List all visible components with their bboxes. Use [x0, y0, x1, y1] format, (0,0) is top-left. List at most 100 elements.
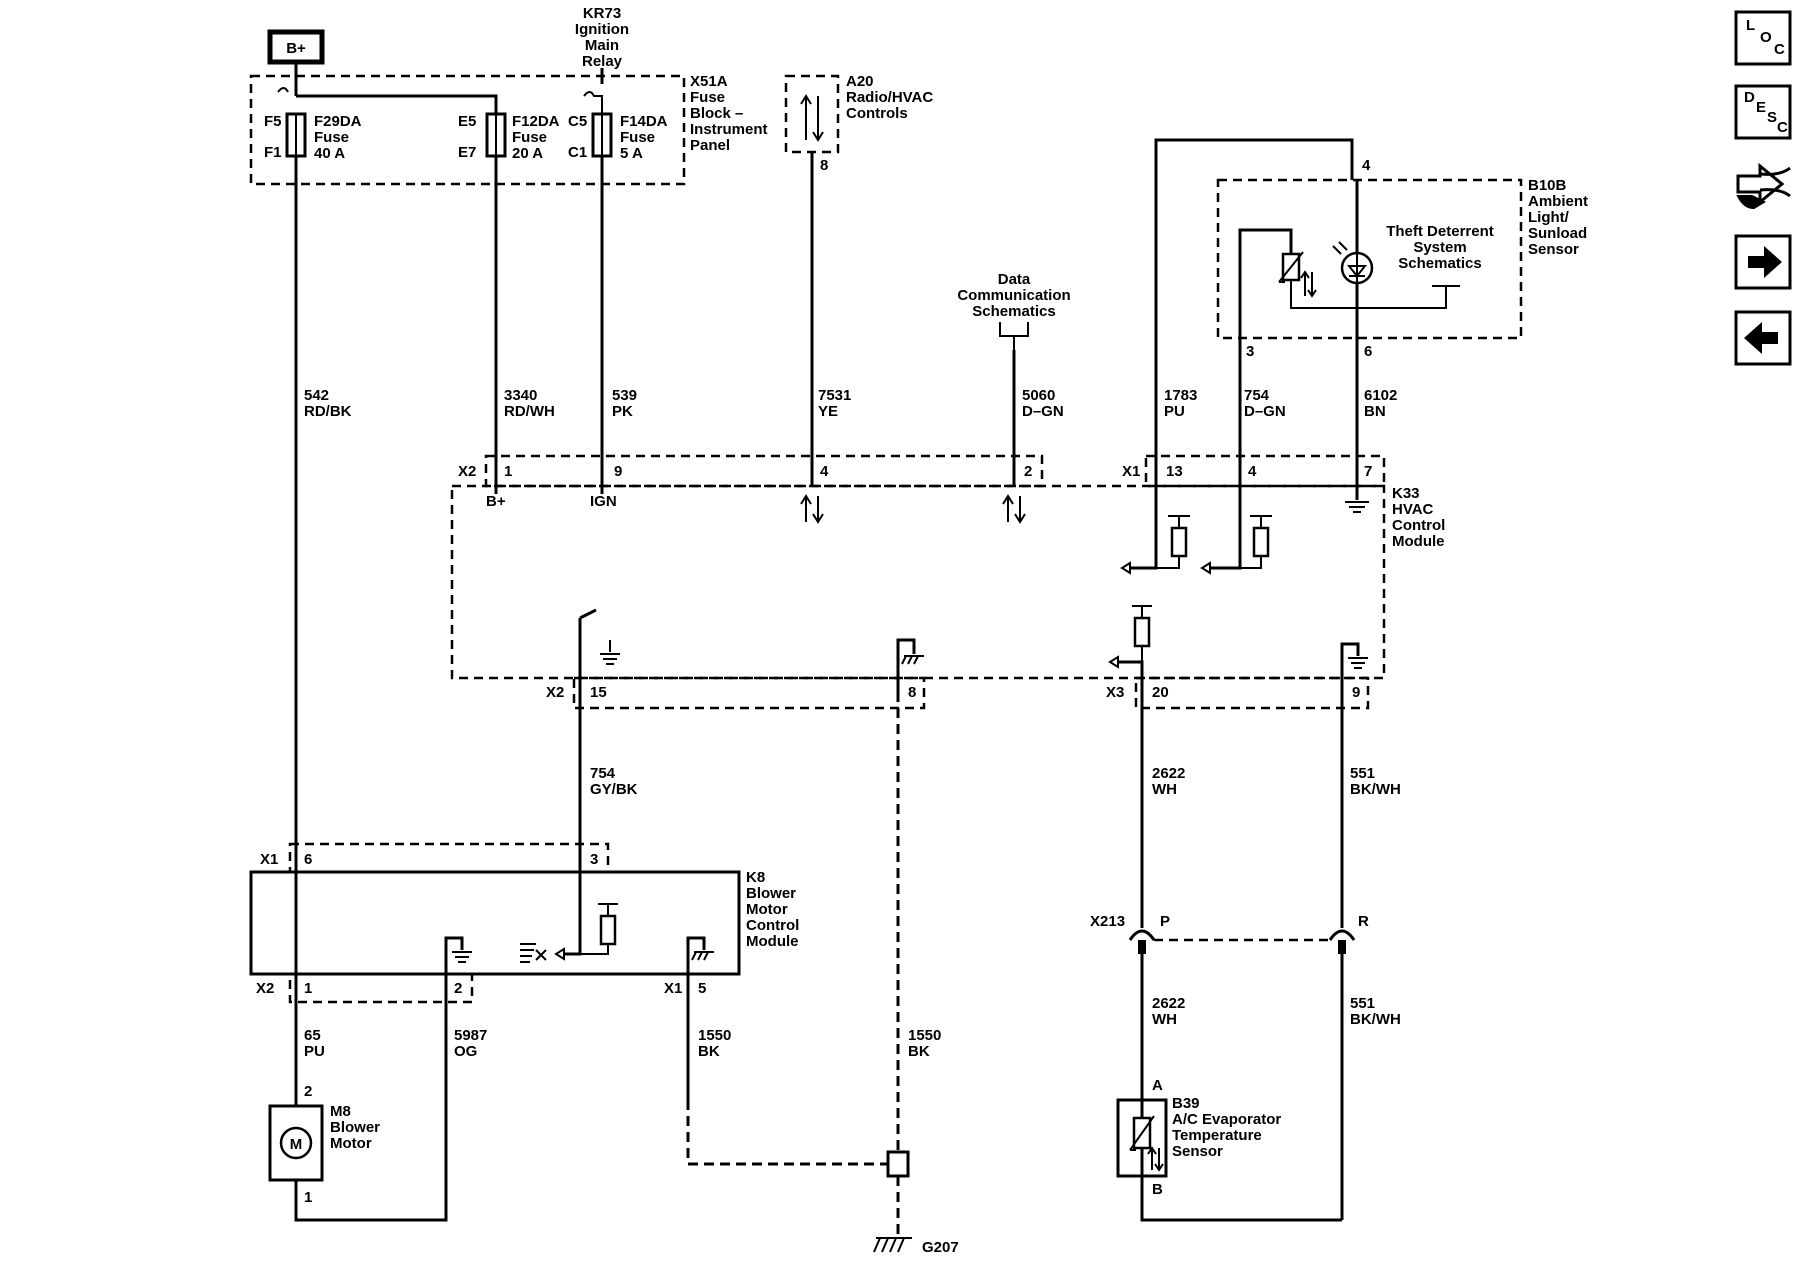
svg-text:2: 2 [454, 980, 462, 997]
svg-text:WH: WH [1152, 1011, 1177, 1028]
a20-serial-data-arrows [800, 94, 824, 142]
svg-text:2622: 2622 [1152, 765, 1185, 782]
svg-text:5987: 5987 [454, 1027, 487, 1044]
k33-pullup-resistor-2 [1240, 515, 1272, 569]
m8-blower-motor-label: M8 Blower Motor [330, 1103, 380, 1152]
svg-text:BK: BK [698, 1043, 720, 1060]
svg-text:B10B: B10B [1528, 177, 1567, 194]
svg-text:E5: E5 [458, 113, 476, 130]
svg-text:542: 542 [304, 387, 329, 404]
svg-text:S: S [1767, 109, 1777, 126]
svg-text:HVAC: HVAC [1392, 501, 1434, 518]
svg-text:B: B [1152, 1181, 1163, 1198]
svg-text:F29DA: F29DA [314, 113, 362, 130]
svg-text:PK: PK [612, 403, 633, 420]
connector-end-view-icon[interactable] [1736, 162, 1791, 210]
b10b-sensor-outline [1216, 178, 1523, 340]
wire-2622-lower-label: 2622 WH [1152, 995, 1185, 1028]
k8-x1-connector-top [288, 842, 610, 874]
svg-text:65: 65 [304, 1027, 321, 1044]
g207-ground-icon [873, 1237, 912, 1253]
b39-evaporator-sensor-label: B39 A/C Evaporator Temperature Sensor [1172, 1095, 1281, 1160]
svg-text:X1: X1 [1122, 463, 1140, 480]
fuse-f29da: F5 F1 F29DA Fuse 40 A [264, 112, 362, 162]
ambient-thermistor-icon [1278, 251, 1317, 298]
svg-text:X1: X1 [260, 851, 278, 868]
svg-text:4: 4 [1248, 463, 1257, 480]
description-button[interactable]: D E S C [1734, 84, 1792, 140]
svg-text:RD/WH: RD/WH [504, 403, 555, 420]
x213-connector-r [1328, 929, 1356, 954]
previous-page-button[interactable] [1734, 310, 1792, 366]
svg-text:9: 9 [1352, 684, 1360, 701]
svg-text:Fuse: Fuse [620, 129, 655, 146]
wire-551-upper-label: 551 BK/WH [1350, 765, 1401, 798]
svg-text:2622: 2622 [1152, 995, 1185, 1012]
svg-text:8: 8 [908, 684, 916, 701]
k8-chassis-ground-icon [686, 936, 714, 988]
svg-text:Controls: Controls [846, 105, 908, 122]
svg-text:F1: F1 [264, 144, 282, 161]
wire-7531-label: 7531 YE [818, 387, 851, 420]
svg-text:Relay: Relay [582, 53, 623, 70]
svg-text:1: 1 [304, 1189, 312, 1206]
svg-text:Motor: Motor [746, 901, 788, 918]
svg-text:Sensor: Sensor [1528, 241, 1579, 258]
svg-text:754: 754 [1244, 387, 1270, 404]
svg-text:D–GN: D–GN [1244, 403, 1286, 420]
k33-serial-data-arrows-datacomm [1002, 494, 1026, 524]
svg-text:40 A: 40 A [314, 145, 345, 162]
wire-3340-label: 3340 RD/WH [504, 387, 555, 420]
k33-signal-ground-icon [1345, 486, 1369, 513]
svg-text:3: 3 [590, 851, 598, 868]
k8-pullup-resistor [580, 903, 618, 955]
svg-text:WH: WH [1152, 781, 1177, 798]
svg-text:1550: 1550 [908, 1027, 941, 1044]
svg-text:Temperature: Temperature [1172, 1127, 1262, 1144]
svg-text:X2: X2 [458, 463, 476, 480]
wire-2622-upper-label: 2622 WH [1152, 765, 1185, 798]
svg-text:A20: A20 [846, 73, 874, 90]
svg-text:F12DA: F12DA [512, 113, 560, 130]
svg-text:R: R [1358, 913, 1369, 930]
svg-text:BK/WH: BK/WH [1350, 781, 1401, 798]
svg-text:IGN: IGN [590, 493, 617, 510]
wire-539-label: 539 PK [612, 387, 637, 420]
blower-fan-icon [520, 943, 547, 963]
svg-text:PU: PU [304, 1043, 325, 1060]
svg-text:E7: E7 [458, 144, 476, 161]
svg-text:OG: OG [454, 1043, 477, 1060]
svg-text:Motor: Motor [330, 1135, 372, 1152]
svg-text:20: 20 [1152, 684, 1169, 701]
wire-1550-k8-label: 1550 BK [698, 1027, 731, 1060]
svg-text:X213: X213 [1090, 913, 1125, 930]
svg-text:Communication: Communication [957, 287, 1070, 304]
svg-text:4: 4 [820, 463, 829, 480]
location-button[interactable]: L O C [1734, 10, 1792, 66]
svg-text:RD/BK: RD/BK [304, 403, 352, 420]
svg-text:X3: X3 [1106, 684, 1124, 701]
svg-text:Fuse: Fuse [314, 129, 349, 146]
svg-text:System: System [1413, 239, 1466, 256]
next-page-button[interactable] [1734, 234, 1792, 290]
svg-text:K8: K8 [746, 869, 765, 886]
data-communication-schematics-label: Data Communication Schematics [957, 271, 1070, 320]
wire-65-label: 65 PU [304, 1027, 325, 1060]
svg-text:E: E [1756, 99, 1766, 116]
svg-text:Sunload: Sunload [1528, 225, 1587, 242]
svg-text:20 A: 20 A [512, 145, 543, 162]
wire-551-lower-label: 551 BK/WH [1350, 995, 1401, 1028]
svg-text:Panel: Panel [690, 137, 730, 154]
x213-connector-p [1128, 929, 1156, 954]
svg-text:BK/WH: BK/WH [1350, 1011, 1401, 1028]
wire-542-label: 542 RD/BK [304, 387, 352, 420]
svg-text:D–GN: D–GN [1022, 403, 1064, 420]
g207-label: G207 [922, 1239, 959, 1256]
svg-text:539: 539 [612, 387, 637, 404]
x51a-fuse-block-outline [249, 74, 686, 186]
svg-text:7531: 7531 [818, 387, 851, 404]
k33-hvac-control-module-outline [450, 484, 1386, 680]
svg-text:BK: BK [908, 1043, 930, 1060]
svg-text:3: 3 [1246, 343, 1254, 360]
